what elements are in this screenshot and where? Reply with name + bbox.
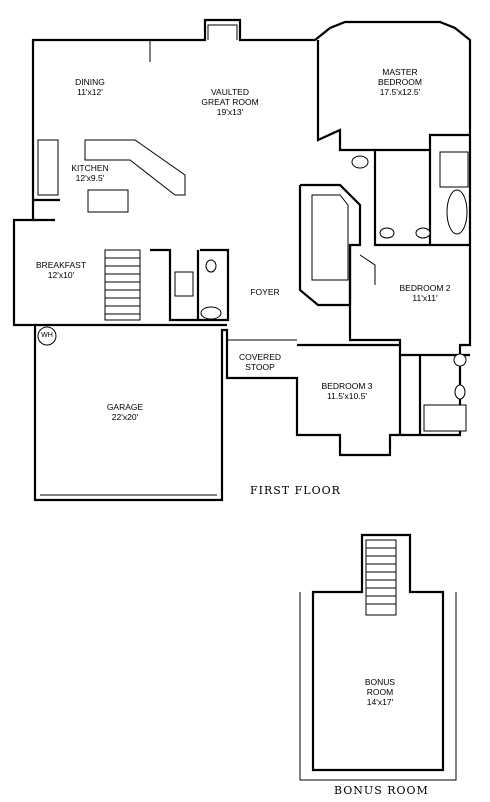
first-floor-caption: FIRST FLOOR [250, 484, 341, 497]
covered-stoop-label: COVERED STOOP [233, 352, 287, 372]
master-bedroom-size: 17.5'x12.5' [379, 87, 421, 97]
great-room-name-1: VAULTED [211, 87, 249, 97]
breakfast-label: BREAKFAST 12'x10' [30, 260, 92, 280]
covered-stoop-name-1: COVERED [238, 352, 282, 362]
water-heater-symbol [37, 326, 57, 346]
interior-walls [33, 24, 470, 496]
dining-name: DINING [75, 77, 105, 87]
garage-label: GARAGE 22'x20' [95, 402, 155, 422]
breakfast-size: 12'x10' [47, 270, 75, 280]
master-bedroom-name-1: MASTER [382, 67, 418, 77]
great-room-name-2: GREAT ROOM [201, 97, 259, 107]
breakfast-name: BREAKFAST [35, 260, 87, 270]
bedroom-3-name: BEDROOM 3 [321, 381, 373, 391]
bonus-room-caption: BONUS ROOM [334, 784, 429, 797]
bedroom-3-label: BEDROOM 3 11.5'x10.5' [312, 381, 382, 401]
great-room-size: 19'x13' [216, 107, 244, 117]
great-room-label: VAULTED GREAT ROOM 19'x13' [190, 87, 270, 117]
exterior-walls [12, 18, 472, 502]
bedroom-3-size: 11.5'x10.5' [327, 391, 367, 401]
bedroom-2-name: BEDROOM 2 [399, 283, 451, 293]
kitchen-name: KITCHEN [71, 163, 109, 173]
kitchen-label: KITCHEN 12'x9.5' [60, 163, 120, 183]
foyer-name: FOYER [250, 287, 280, 297]
dining-label: DINING 11'x12' [60, 77, 120, 97]
foyer-label: FOYER [245, 287, 285, 297]
bedroom-2-label: BEDROOM 2 11'x11' [390, 283, 460, 303]
bonus-room-name-2: ROOM [366, 687, 394, 697]
master-bedroom-name-2: BEDROOM [378, 77, 422, 87]
water-heater-name: WH [41, 332, 53, 339]
bonus-room-size: 14'x17' [366, 697, 394, 707]
bonus-room-label: BONUS ROOM 14'x17' [345, 677, 415, 707]
bonus-room-walls [299, 533, 457, 781]
bedroom-2-size: 11'x11' [412, 293, 438, 303]
garage-size: 22'x20' [111, 412, 139, 422]
water-heater-label: WH [38, 331, 56, 341]
kitchen-size: 12'x9.5' [75, 173, 105, 183]
master-bedroom-label: MASTER BEDROOM 17.5'x12.5' [360, 67, 440, 97]
bonus-room-name-1: BONUS [364, 677, 396, 687]
covered-stoop-name-2: STOOP [245, 362, 275, 372]
dining-size: 11'x12' [77, 87, 103, 97]
garage-name: GARAGE [106, 402, 144, 412]
